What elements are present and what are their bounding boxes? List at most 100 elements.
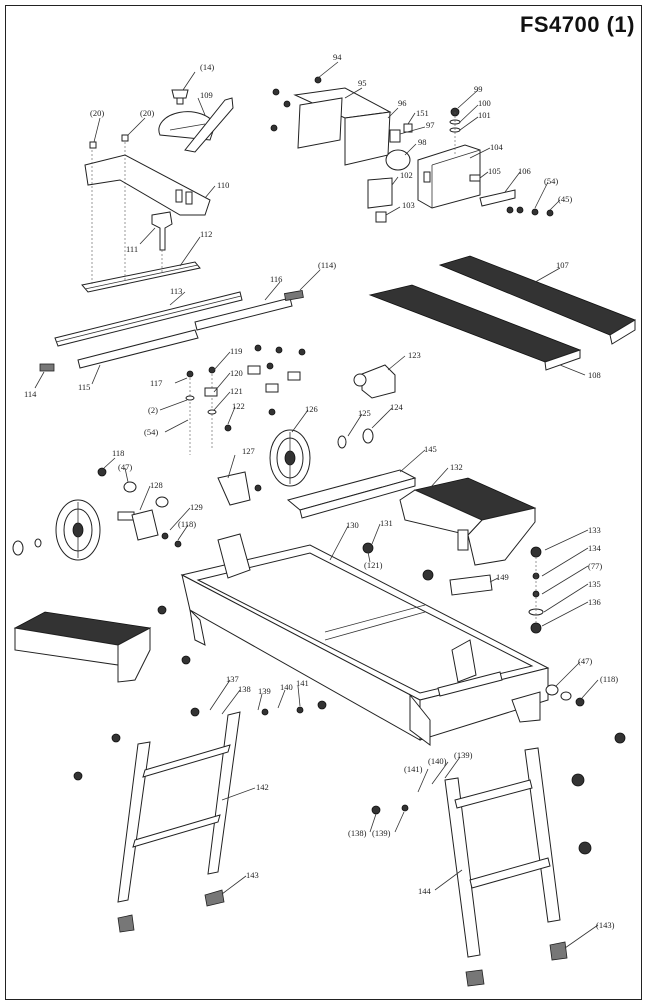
knob-part-131 bbox=[362, 542, 374, 554]
label-77: (77) bbox=[588, 561, 602, 571]
label-120: 120 bbox=[230, 368, 243, 378]
label-54b: (54) bbox=[144, 427, 158, 437]
leg-part-144 bbox=[371, 732, 626, 987]
left-tray bbox=[13, 605, 191, 683]
axle-bracket-part-127 bbox=[217, 471, 262, 506]
label-134: 134 bbox=[588, 543, 602, 553]
label-149: 149 bbox=[496, 572, 509, 582]
label-54a: (54) bbox=[544, 176, 558, 186]
label-118b: (118) bbox=[178, 519, 196, 529]
label-119: 119 bbox=[230, 346, 242, 356]
wheel-right-part-126 bbox=[269, 429, 311, 487]
label-118a: 118 bbox=[112, 448, 124, 458]
rail-part-115 bbox=[77, 329, 199, 369]
rip-fence-assembly bbox=[81, 89, 234, 293]
label-45: (45) bbox=[558, 194, 572, 204]
label-110: 110 bbox=[217, 180, 229, 190]
label-130: 130 bbox=[346, 520, 359, 530]
wheel-left-part-128 bbox=[12, 499, 135, 561]
label-126: 126 bbox=[305, 404, 318, 414]
foot-part-143-right bbox=[549, 941, 568, 961]
foot-part-143 bbox=[204, 889, 225, 907]
label-112: 112 bbox=[200, 229, 212, 239]
table-pads bbox=[368, 255, 636, 371]
label-125: 125 bbox=[358, 408, 371, 418]
washer-part-47 bbox=[97, 467, 169, 508]
label-140: 140 bbox=[280, 682, 293, 692]
switch-part-98 bbox=[385, 149, 411, 171]
water-tray-part-132 bbox=[399, 477, 537, 566]
label-20a: (20) bbox=[90, 108, 104, 118]
motor-housing-part-104 bbox=[417, 144, 481, 209]
switch-box-part-96 bbox=[344, 111, 391, 166]
label-47a: (47) bbox=[118, 462, 132, 472]
label-114a: (114) bbox=[318, 260, 336, 270]
label-136: 136 bbox=[588, 597, 601, 607]
label-47b: (47) bbox=[578, 656, 592, 666]
label-101: 101 bbox=[478, 110, 491, 120]
label-131: 131 bbox=[380, 518, 393, 528]
leader-lines bbox=[34, 61, 599, 949]
screw-part-94 bbox=[314, 76, 322, 84]
diagram-title: FS4700 (1) bbox=[519, 12, 635, 37]
label-138: 138 bbox=[238, 684, 251, 694]
label-141b: (141) bbox=[404, 764, 423, 774]
label-143b: (143) bbox=[596, 920, 615, 930]
label-137: 137 bbox=[226, 674, 239, 684]
label-106: 106 bbox=[518, 166, 531, 176]
label-145: 145 bbox=[424, 444, 437, 454]
label-116: 116 bbox=[270, 274, 282, 284]
label-95: 95 bbox=[358, 78, 367, 88]
bolt-part-20 bbox=[89, 134, 129, 149]
label-139: 139 bbox=[258, 686, 271, 696]
label-124: 124 bbox=[390, 402, 404, 412]
label-14: (14) bbox=[200, 62, 214, 72]
label-122: 122 bbox=[232, 401, 245, 411]
label-108: 108 bbox=[588, 370, 601, 380]
label-107: 107 bbox=[556, 260, 569, 270]
label-115: 115 bbox=[78, 382, 90, 392]
label-139c: (139) bbox=[372, 828, 391, 838]
axle-bracket-part-129 bbox=[131, 509, 182, 548]
label-98: 98 bbox=[418, 137, 427, 147]
label-97: 97 bbox=[426, 120, 435, 130]
part-105 bbox=[469, 174, 481, 182]
label-103: 103 bbox=[402, 200, 415, 210]
switch-assembly bbox=[270, 76, 554, 223]
bracket-part-106 bbox=[479, 189, 516, 207]
label-138b: (138) bbox=[348, 828, 367, 838]
ring-part-124 bbox=[362, 428, 374, 444]
guide-rail-part-112 bbox=[81, 261, 201, 293]
fastener-group bbox=[185, 344, 306, 455]
lock-handle-part-111 bbox=[151, 211, 173, 251]
label-114b: 114 bbox=[24, 389, 37, 399]
label-104: 104 bbox=[490, 142, 504, 152]
clip-part-97 bbox=[389, 129, 401, 143]
motor-bracket-part-145 bbox=[286, 469, 417, 519]
capacitor-part-102 bbox=[367, 177, 393, 209]
rail-assembly bbox=[39, 290, 304, 372]
leg-part-142 bbox=[73, 700, 327, 933]
label-100: 100 bbox=[478, 98, 491, 108]
label-135: 135 bbox=[588, 579, 601, 589]
tool-holder-group bbox=[337, 364, 396, 449]
label-151: 151 bbox=[416, 108, 429, 118]
end-cap-part-114 bbox=[283, 290, 304, 301]
label-127: 127 bbox=[242, 446, 255, 456]
main-frame-part-130 bbox=[180, 533, 550, 746]
holder-part-123 bbox=[361, 364, 396, 399]
label-94: 94 bbox=[333, 52, 342, 62]
label-20b: (20) bbox=[140, 108, 154, 118]
label-109: 109 bbox=[200, 90, 213, 100]
rail-part-116 bbox=[194, 297, 293, 331]
label-part-149 bbox=[449, 574, 493, 596]
knob-part-133 bbox=[530, 546, 542, 558]
label-99: 99 bbox=[474, 84, 483, 94]
label-2: (2) bbox=[148, 405, 158, 415]
label-105: 105 bbox=[488, 166, 501, 176]
part-103 bbox=[375, 211, 387, 223]
label-141: 141 bbox=[296, 678, 309, 688]
label-118c: (118) bbox=[600, 674, 618, 684]
ring-part-125 bbox=[337, 435, 347, 449]
